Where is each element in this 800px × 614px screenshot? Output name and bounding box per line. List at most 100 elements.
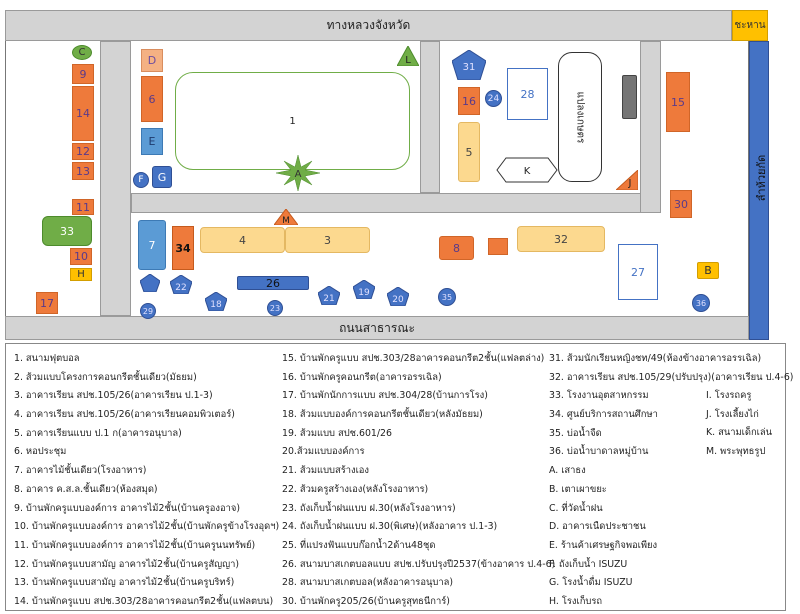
- tank-29: 29: [140, 303, 156, 319]
- legend-item: A. เสาธง: [549, 465, 586, 477]
- legend-item: M. พระพุทธรูป: [706, 446, 766, 458]
- legend-item: 30. บ้านพักครู205/26(บ้านครูสุทธนีการ์): [282, 595, 450, 607]
- building-8-annex: [488, 238, 508, 255]
- building-14: 14: [72, 86, 94, 141]
- legend-item: 4. อาคารเรียน สปช.105/26(อาคารเรียนคอมพิ…: [14, 409, 235, 421]
- toilet-21: 21: [318, 286, 340, 305]
- tank-23: 23: [267, 300, 283, 316]
- legend-item: 6. หอประชุม: [14, 446, 67, 458]
- legend-item: C. ที่วัดน้ำฝน: [549, 502, 603, 514]
- basketball-court-27: 27: [618, 244, 658, 300]
- legend-item: 12. บ้านพักครูแบบสามัญ อาคารไม้2ชั้น(บ้า…: [14, 558, 240, 570]
- internal-road-right: [640, 41, 661, 213]
- building-24: 24: [485, 90, 502, 107]
- road-top: ทางหลวงจังหวัด: [5, 10, 732, 41]
- legend-item: 22. ส้วมครูสร้างเอง(หลังโรงอาหาร): [282, 483, 429, 495]
- bB-label: B: [704, 264, 712, 277]
- legend-box: 1. สนามฟุตบอล 2. ส้วมแบบโครงการคอนกรีตชั…: [5, 343, 793, 612]
- legend-item: D. อาคารเนืดประชาชน: [549, 521, 646, 533]
- building-10: 10: [70, 248, 92, 265]
- legend-item: B. เตาเผาขยะ: [549, 483, 607, 495]
- legend-item: 9. บ้านพักครูแบบองค์การ อาคารไม้2ชั้น(บ้…: [14, 502, 241, 514]
- building-26: 26: [237, 276, 309, 290]
- legend-item: 15. บ้านพักครูแบบ สปช.303/28อาคารคอนกรีต…: [282, 353, 545, 364]
- legend-item: 7. อาคารไม้ชั้นเดียว(โรงอาหาร): [14, 465, 147, 477]
- building-33: 33: [42, 216, 92, 246]
- internal-road-left: [100, 41, 131, 316]
- bD-label: D: [147, 54, 157, 67]
- b19-label: 19: [358, 288, 370, 298]
- road-bottom-label: ถนนสาธารณะ: [339, 320, 415, 335]
- legend-item: 17. บ้านพักนักการแบบ สปช.304/28(บ้านการโ…: [282, 390, 488, 402]
- road-right-label: ลำห้วยกัด: [755, 154, 768, 202]
- internal-road-mid: [131, 193, 661, 213]
- b4-label: 4: [239, 233, 246, 247]
- legend-item: I. โรงรถครู: [706, 390, 752, 401]
- b29-label: 29: [142, 306, 154, 316]
- legend-item: 1. สนามฟุตบอล: [14, 353, 80, 364]
- b20-label: 20: [392, 295, 404, 305]
- road-bottom: ถนนสาธารณะ: [5, 316, 749, 340]
- bE-label: E: [148, 135, 156, 148]
- bL-label: L: [405, 55, 411, 66]
- chicken-coop-J: J: [616, 170, 638, 190]
- b11-label: 11: [76, 200, 90, 214]
- legend-item: 20.ส้วมแบบองค์การ: [282, 446, 365, 458]
- b32-label: 32: [554, 232, 568, 246]
- bH-label: H: [77, 269, 85, 280]
- football-field: 1: [175, 72, 410, 170]
- bM-label: M: [282, 216, 290, 225]
- building-L: L: [397, 46, 419, 66]
- legend-item: 31. ส้วมนักเรียนหญิงชท/49(ห้องข้างอาคารอ…: [549, 353, 762, 364]
- b33-label: 33: [60, 224, 74, 238]
- b12-label: 12: [76, 145, 90, 158]
- playground-K: K: [496, 157, 558, 183]
- legend-item: E. ร้านค้าเศรษฐกิจพอเพียง: [549, 539, 658, 551]
- legend-item: 2. ส้วมแบบโครงการคอนกรีตชั้นเดียว(มัธยม): [14, 371, 197, 383]
- buddha-statue-M: M: [274, 209, 298, 225]
- b13-label: 13: [76, 164, 90, 178]
- legend-item: 21. ส้วมแบบสร้างเอง: [282, 465, 370, 477]
- building-C: C: [72, 45, 92, 60]
- building-15: 15: [666, 72, 690, 132]
- flagpole-A: A: [276, 155, 320, 191]
- toilet-19: 19: [353, 280, 375, 299]
- building-3: 3: [285, 227, 370, 253]
- legend-item: 33. โรงงานอุตสาหกรรม: [549, 390, 649, 402]
- building-E: E: [141, 128, 163, 155]
- building-I: [622, 75, 637, 119]
- legend-item: 28. สนามบาสเกตบอล(หลังอาคารอนุบาล): [282, 577, 453, 589]
- road-right-stream: [749, 41, 769, 340]
- b15-label: 15: [671, 95, 685, 109]
- legend-item: 5. อาคารเรียนแบบ ป.1 ก(อาคารอนุบาล): [14, 427, 182, 439]
- b1-label: 1: [289, 115, 296, 127]
- building-D: D: [141, 49, 163, 72]
- building-8: 8: [439, 236, 474, 260]
- legend-item: F. ถังเก็บน้ำ ISUZU: [549, 558, 628, 570]
- b14-label: 14: [76, 107, 90, 120]
- legend-item: K. สนามเด็กเล่น: [706, 427, 773, 439]
- building-9: 9: [72, 64, 94, 84]
- incinerator-B: B: [697, 262, 719, 279]
- legend-item: 3. อาคารเรียน สปช.105/26(อาคารเรียน ป.1-…: [14, 390, 213, 402]
- b36-label: 36: [695, 298, 707, 308]
- bC-label: C: [78, 47, 86, 58]
- legend-col-1: 1. สนามฟุตบอล 2. ส้วมแบบโครงการคอนกรีตชั…: [14, 350, 279, 612]
- legend-item: 35. บ่อน้ำจืด: [549, 427, 602, 439]
- road-top-label: ทางหลวงจังหวัด: [326, 18, 411, 32]
- legend-item: 10. บ้านพักครูแบบองค์การ อาคารไม้2ชั้น(บ…: [14, 521, 280, 533]
- building-32: 32: [517, 226, 605, 252]
- b22-label: 22: [175, 283, 186, 293]
- building-7: 7: [138, 220, 166, 270]
- b18-label: 18: [210, 300, 222, 310]
- b35-label: 35: [441, 292, 453, 302]
- building-11: 11: [72, 199, 94, 215]
- b7-label: 7: [148, 238, 156, 252]
- legend-item: 25. ที่แปรงฟันแบบก๊อกน้ำ2ด้าน48ชุด: [282, 539, 436, 551]
- bA-label: A: [295, 169, 302, 180]
- legend-item: G. โรงน้ำดื่ม ISUZU: [549, 577, 633, 589]
- legend-item: 36. บ่อน้ำบาดาลหมู่บ้าน: [549, 446, 649, 458]
- legend-item: H. โรงเก็บรถ: [549, 595, 603, 607]
- toilet-20: 20: [387, 287, 409, 306]
- b10-label: 10: [74, 250, 88, 263]
